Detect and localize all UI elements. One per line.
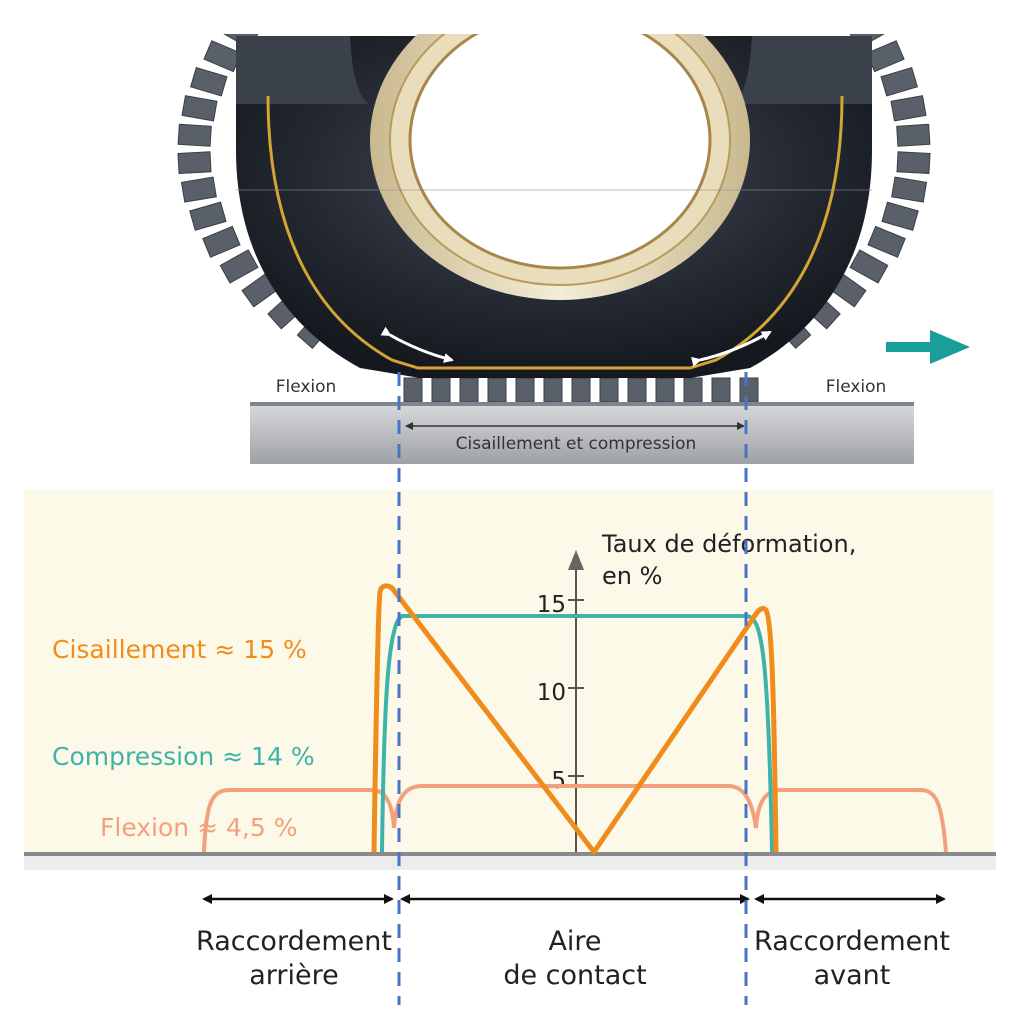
tread-block	[891, 176, 928, 203]
compression-curve	[380, 614, 774, 853]
tread-block	[177, 151, 212, 174]
graph-baseline	[24, 852, 996, 856]
tread-block	[203, 40, 242, 73]
tread-block	[849, 249, 889, 284]
y-tick-15: 15	[537, 592, 566, 618]
tread-block	[867, 225, 906, 258]
tread-block	[627, 377, 647, 403]
tread-block	[896, 123, 931, 147]
zone-avant-line2: avant	[814, 960, 891, 991]
tire-section-left	[236, 36, 368, 104]
tread-block	[896, 151, 931, 174]
tire-illustration: Flexion Flexion Cisaillement et compress…	[177, 0, 970, 464]
tread-block	[866, 40, 905, 73]
tread-block	[599, 377, 619, 403]
tread-block	[189, 201, 227, 231]
contact-label: Cisaillement et compression	[456, 434, 697, 454]
belt-ply	[266, 95, 844, 370]
road-surface	[250, 404, 914, 464]
tread-block	[571, 377, 591, 403]
tread-block	[219, 249, 259, 284]
graph-panel: 15 10 5 Taux de déformation, en % Cisail…	[24, 490, 996, 870]
zone-arriere-line2: arrière	[249, 960, 339, 991]
tread-block	[711, 377, 731, 403]
y-axis-arrowhead	[568, 550, 584, 570]
tread-block	[202, 225, 241, 258]
y-tick-5: 5	[551, 768, 566, 794]
flexion-label-right: Flexion	[826, 377, 887, 397]
tread-block	[881, 201, 919, 231]
y-axis-label-line2: en %	[602, 562, 662, 590]
tread-block	[890, 95, 927, 122]
direction-arrow-icon	[886, 330, 970, 364]
y-tick-10: 10	[537, 680, 566, 706]
label-cisaillement: Cisaillement ≈ 15 %	[52, 635, 307, 664]
tread-block	[403, 377, 423, 403]
zone-contact-line2: de contact	[503, 960, 646, 991]
cisaillement-curve	[371, 583, 779, 855]
tread-block	[655, 377, 675, 403]
graph-background	[24, 490, 994, 854]
tread-block	[683, 377, 703, 403]
flexion-arrow-left	[380, 326, 454, 363]
tread-block	[189, 67, 228, 97]
flexion-label-left: Flexion	[276, 377, 337, 397]
tread-block	[487, 377, 507, 403]
tread-block	[543, 377, 563, 403]
flexion-curve	[202, 784, 948, 853]
rim-inner-hole	[408, 10, 712, 270]
tread-block	[181, 95, 218, 122]
tread-block	[459, 377, 479, 403]
tread-block	[180, 176, 217, 203]
flexion-arrow-right	[691, 330, 772, 367]
label-compression: Compression ≈ 14 %	[52, 742, 315, 771]
zone-avant-line1: Raccordement	[754, 926, 950, 957]
tread-block	[515, 377, 535, 403]
zone-contact-line1: Aire	[548, 926, 601, 957]
tread-block	[739, 377, 759, 403]
y-ticks	[568, 599, 584, 777]
tread-block	[880, 67, 919, 97]
tire-section-right	[734, 36, 872, 104]
zone-arriere-line1: Raccordement	[196, 926, 392, 957]
label-flexion: Flexion ≈ 4,5 %	[100, 813, 297, 842]
tread-block	[431, 377, 451, 403]
tread-block	[177, 123, 212, 147]
y-axis-label-line1: Taux de déformation,	[601, 530, 856, 558]
